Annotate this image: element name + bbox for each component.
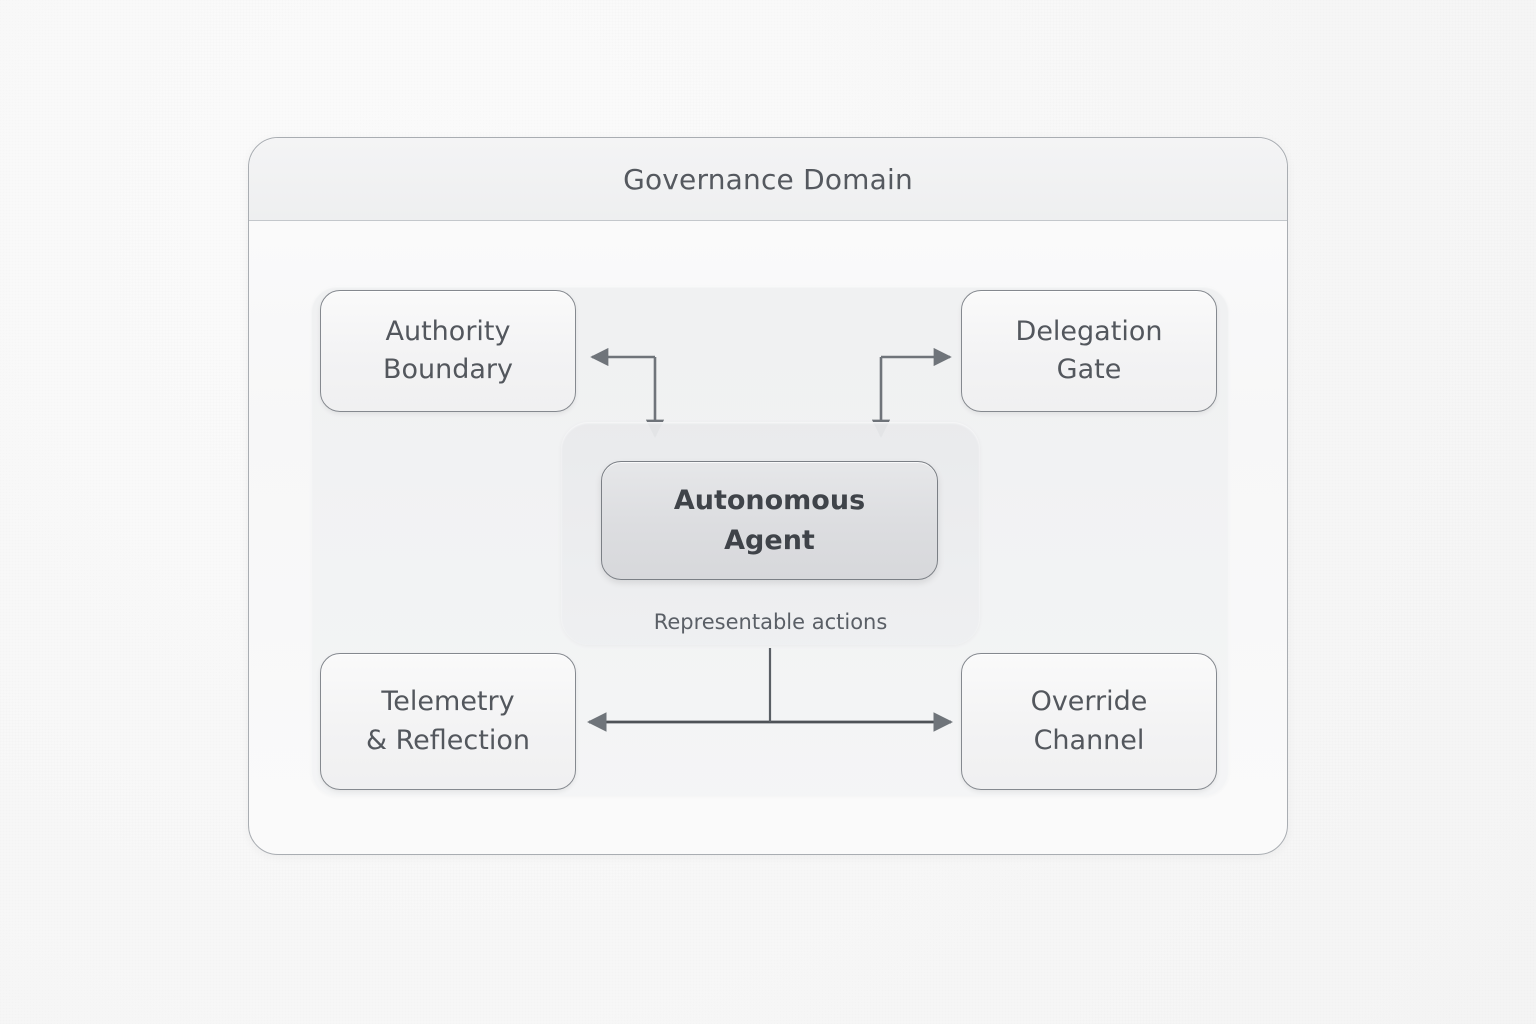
node-autonomous-agent[interactable]: Autonomous Agent [601, 461, 938, 580]
node-telemetry-reflection[interactable]: Telemetry & Reflection [320, 653, 576, 790]
node-override-channel-line1: Override [1030, 686, 1148, 718]
node-autonomous-agent-line1: Autonomous [673, 485, 866, 517]
node-authority-boundary-line2: Boundary [382, 354, 514, 385]
page-title: Governance Domain [623, 162, 913, 196]
node-telemetry-reflection-line2: & Reflection [366, 724, 530, 756]
node-delegation-gate[interactable]: Delegation Gate [961, 290, 1217, 412]
node-delegation-gate-line2: Gate [1056, 354, 1122, 385]
node-autonomous-agent-line2: Agent [724, 524, 815, 556]
node-delegation-gate-line1: Delegation [1015, 315, 1163, 347]
agent-caption: Representable actions [653, 610, 888, 634]
node-authority-boundary[interactable]: Authority Boundary [320, 290, 576, 412]
node-authority-boundary-line1: Authority [385, 315, 511, 347]
panel-header: Governance Domain [249, 138, 1287, 221]
node-override-channel-line2: Channel [1033, 724, 1145, 756]
node-telemetry-reflection-line1: Telemetry [381, 686, 515, 718]
node-override-channel[interactable]: Override Channel [961, 653, 1217, 790]
